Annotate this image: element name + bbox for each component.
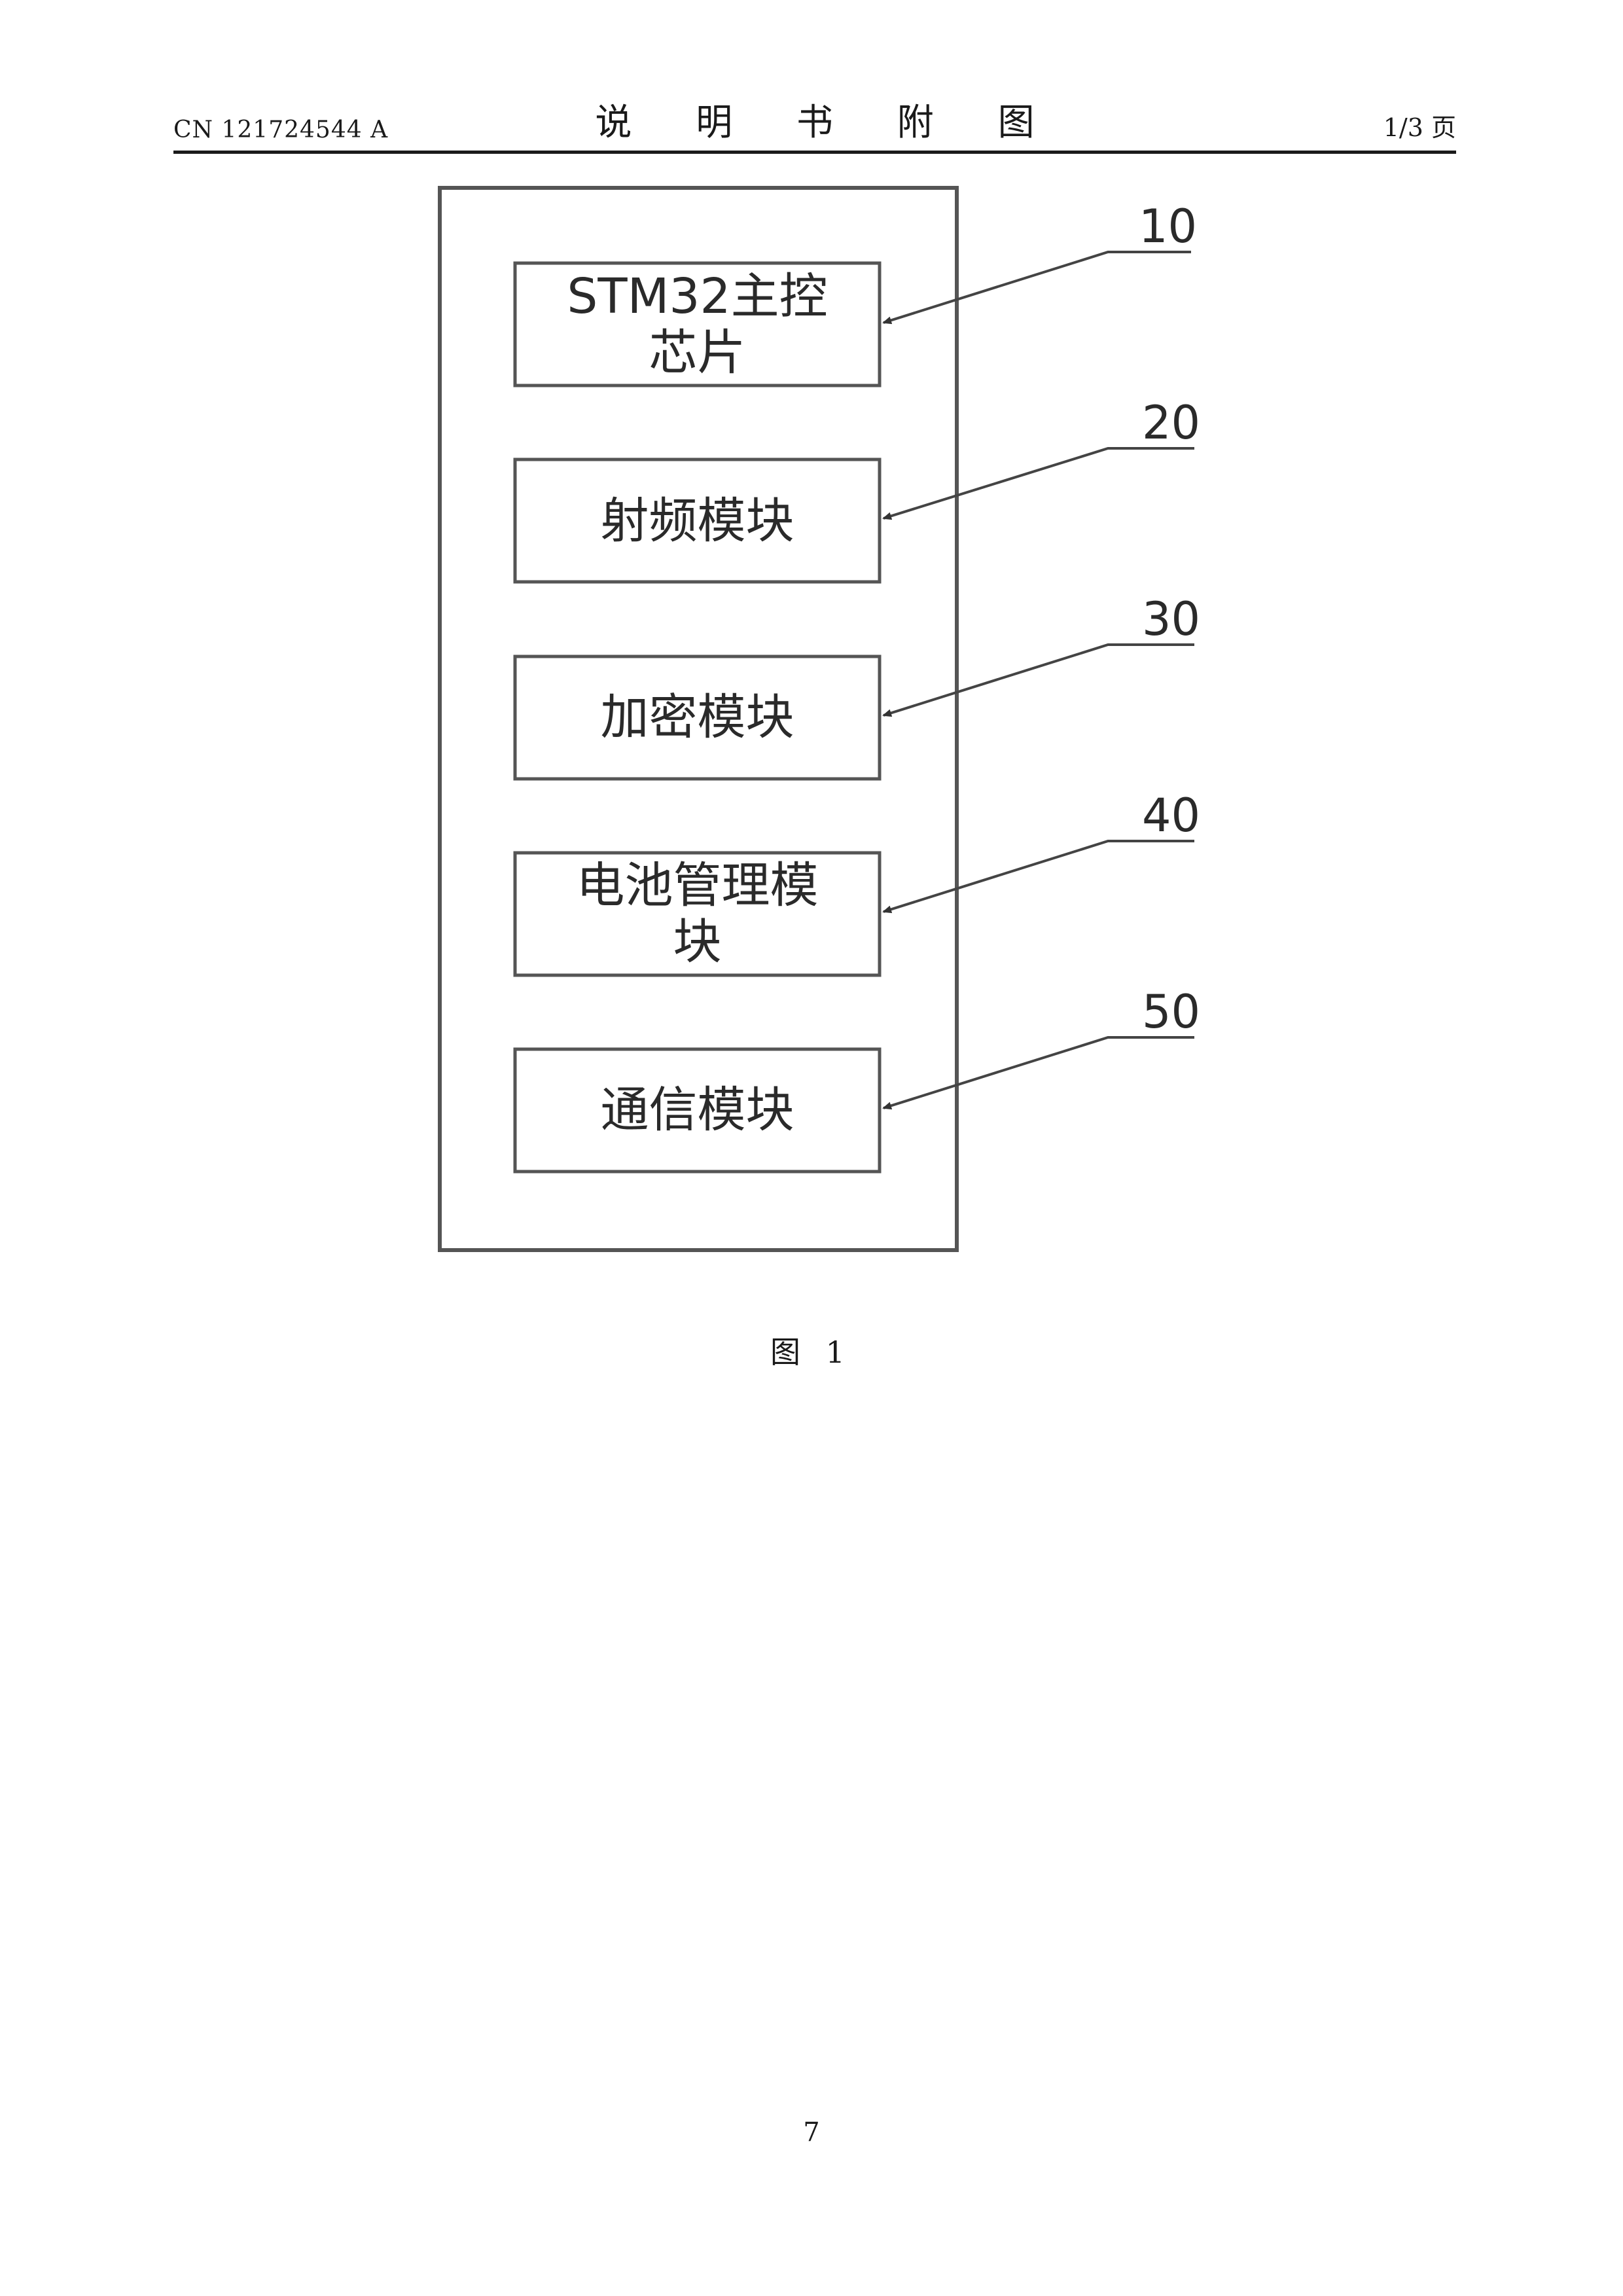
page-number: 7: [0, 2117, 1623, 2147]
ref-number-40: 40: [1142, 789, 1200, 842]
leader-line-10: [883, 252, 1191, 323]
module-label-10: STM32主控 芯片: [515, 268, 880, 381]
ref-number-50: 50: [1142, 985, 1200, 1039]
module-label-50-line1: 通信模块: [515, 1082, 880, 1138]
module-label-10-line2: 芯片: [515, 325, 880, 381]
ref-number-20: 20: [1142, 396, 1200, 450]
leader-line-50: [883, 1037, 1194, 1108]
module-label-40: 电池管理模 块: [515, 857, 880, 970]
module-label-20: 射频模块: [515, 493, 880, 549]
leader-line-20: [883, 448, 1194, 518]
figure-caption: 图 1: [0, 1329, 1623, 1372]
ref-number-10: 10: [1139, 200, 1197, 253]
module-label-10-line1: STM32主控: [515, 268, 880, 325]
leader-line-40: [883, 841, 1194, 912]
module-label-20-line1: 射频模块: [515, 493, 880, 549]
module-label-40-line2: 块: [515, 914, 880, 970]
leader-line-30: [883, 645, 1194, 715]
module-label-50: 通信模块: [515, 1082, 880, 1138]
module-label-30: 加密模块: [515, 689, 880, 745]
module-label-40-line1: 电池管理模: [515, 857, 880, 914]
module-label-30-line1: 加密模块: [515, 689, 880, 745]
ref-number-30: 30: [1142, 592, 1200, 646]
block-diagram: STM32主控 芯片 10 射频模块 20 加密模块 30 电池管理模 块 40…: [0, 0, 1623, 1309]
